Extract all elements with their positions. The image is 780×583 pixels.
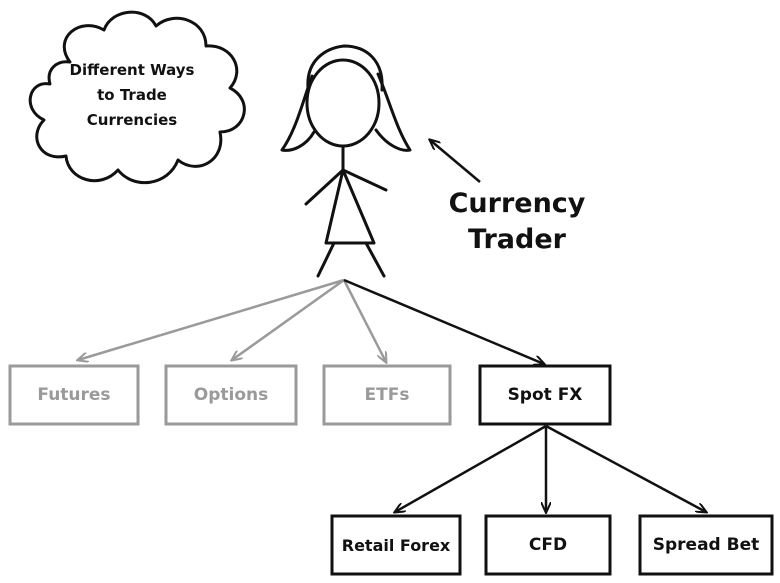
cloud-caption: Different Ways to Trade Currencies xyxy=(56,58,208,133)
options-box xyxy=(164,364,298,426)
pointer-arrow xyxy=(430,140,481,183)
arrow-to-options xyxy=(232,278,345,360)
futures-box xyxy=(8,364,140,426)
spot-fx-label: Spot FX xyxy=(507,385,583,405)
arrow-to-etfs xyxy=(342,279,386,362)
spot-fx-box xyxy=(478,364,612,426)
futures-label: Futures xyxy=(37,385,111,405)
etfs-label: ETFs xyxy=(364,385,410,405)
spread-bet-box xyxy=(638,514,774,576)
retail-forex-label: Retail Forex xyxy=(341,535,451,555)
options-label: Options xyxy=(193,385,269,405)
cloud-line-2: to Trade xyxy=(97,86,167,104)
currency-trader-label: Currency Trader xyxy=(448,186,586,258)
cloud-line-1: Different Ways xyxy=(69,61,195,79)
etfs-box xyxy=(322,364,452,426)
trader-line-1: Currency xyxy=(448,188,586,219)
arrow-to-spread-bet xyxy=(545,424,706,512)
arrow-to-retail-forex xyxy=(395,424,547,512)
arrow-to-spot-fx xyxy=(343,278,544,364)
spread-bet-label: Spread Bet xyxy=(652,535,760,555)
thought-cloud xyxy=(28,10,246,185)
cloud-line-3: Currencies xyxy=(86,111,178,129)
arrow-to-futures xyxy=(78,278,345,360)
cfd-label: CFD xyxy=(528,535,568,555)
retail-forex-box xyxy=(330,514,462,576)
cfd-box xyxy=(484,514,612,576)
trader-figure-icon xyxy=(280,44,412,278)
trader-line-2: Trader xyxy=(468,224,566,255)
